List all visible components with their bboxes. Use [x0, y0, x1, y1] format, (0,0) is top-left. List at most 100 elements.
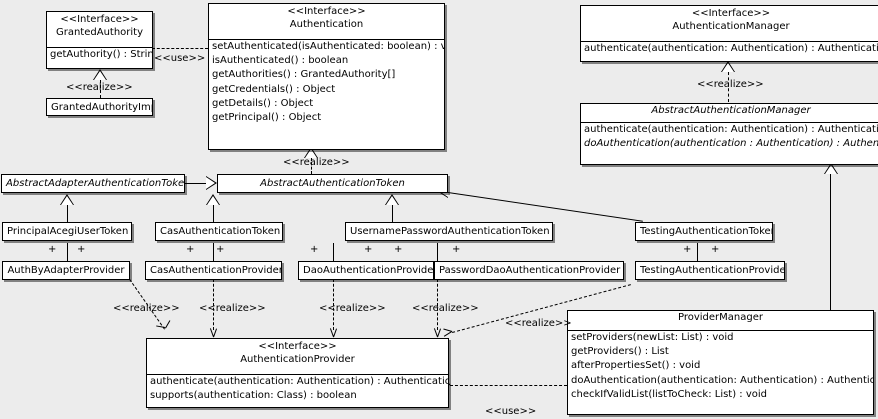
class-box-provider-manager[interactable]: ProviderManager setProviders(newList: Li…	[567, 310, 874, 415]
granted-authority-header: <<Interface>> GrantedAuthority	[47, 12, 152, 47]
class-box-username-password-authentication-token[interactable]: UsernamePasswordAuthenticationToken	[345, 222, 553, 241]
operation: checkIfValidList(listToCheck: List) : vo…	[571, 388, 768, 400]
connector-realize-cas-provider	[213, 279, 214, 330]
class-box-principal-acegi-user-token[interactable]: PrincipalAcegiUserToken	[2, 222, 132, 241]
operation: setProviders(newList: List) : void	[571, 332, 734, 343]
username-password-authentication-token-header: UsernamePasswordAuthenticationToken	[346, 223, 552, 240]
operation: authenticate(authentication: Authenticat…	[584, 43, 878, 54]
testing-authentication-provider-header: TestingAuthenticationProvider	[636, 262, 784, 279]
cas-authentication-provider-name: CasAuthenticationProvider	[150, 265, 281, 276]
operation: authenticate(authentication: Authenticat…	[150, 376, 448, 387]
granted-authority-stereotype: <<Interface>>	[60, 14, 139, 25]
class-box-auth-by-adapter-provider[interactable]: AuthByAdapterProvider	[2, 261, 130, 280]
assoc-marker-principal-left: +	[48, 244, 57, 255]
class-box-abstract-authentication-token[interactable]: AbstractAuthenticationToken	[217, 174, 448, 193]
triangle-generalize-adapter-token	[60, 194, 74, 205]
authentication-provider-name: AuthenticationProvider	[240, 354, 355, 365]
testing-authentication-token-header: TestingAuthenticationToken	[636, 223, 772, 240]
password-dao-authentication-provider-name: PasswordDaoAuthenticationProvider	[439, 265, 621, 276]
connector-generalize-testing-token	[447, 192, 643, 222]
abstract-authentication-manager-header: AbstractAuthenticationManager	[581, 104, 878, 122]
connector-assoc-cas-token-provider	[213, 243, 214, 261]
assoc-marker-testing-left: +	[683, 244, 692, 255]
authentication-manager-stereotype: <<Interface>>	[691, 8, 771, 19]
assoc-marker-userpass-dao: +	[310, 244, 319, 255]
connector-assoc-principal-authbyadapter	[67, 243, 68, 261]
connector-generalize-userpass-token	[392, 205, 393, 222]
principal-acegi-user-token-name: PrincipalAcegiUserToken	[7, 226, 129, 237]
operation: getAuthority() : String	[50, 49, 152, 60]
auth-by-adapter-provider-name: AuthByAdapterProvider	[7, 265, 125, 276]
operation: doAuthentication(authentication : Authen…	[584, 138, 878, 150]
class-box-granted-authority[interactable]: <<Interface>> GrantedAuthority getAuthor…	[46, 11, 153, 69]
authentication-manager-header: <<Interface>> AuthenticationManager	[581, 6, 878, 41]
assoc-marker-userpass-mid: +	[394, 244, 403, 255]
abstract-authentication-token-header: AbstractAuthenticationToken	[218, 175, 447, 192]
provider-manager-header: ProviderManager	[568, 311, 873, 330]
operation: getDetails() : Object	[212, 97, 314, 109]
class-box-authentication[interactable]: <<Interface>> Authentication setAuthenti…	[208, 3, 445, 150]
class-box-cas-authentication-provider[interactable]: CasAuthenticationProvider	[145, 261, 282, 280]
triangle-realize-authentication-manager	[721, 61, 735, 72]
authentication-name: Authentication	[289, 19, 364, 30]
dao-authentication-provider-header: DaoAuthenticationProvider	[299, 262, 433, 279]
connector-realize-abstract-authentication-token	[311, 158, 312, 174]
triangle-realize-authentication	[304, 147, 318, 158]
connector-assoc-testing-token-provider	[697, 243, 698, 261]
class-box-abstract-adapter-authentication-token[interactable]: AbstractAdapterAuthenticationToken	[1, 174, 185, 193]
class-box-abstract-authentication-manager[interactable]: AbstractAuthenticationManager authentica…	[580, 103, 878, 165]
class-box-cas-authentication-token[interactable]: CasAuthenticationToken	[155, 222, 283, 241]
operation: getPrincipal() : Object	[212, 112, 322, 124]
operation: doAuthentication(authentication: Authent…	[571, 374, 873, 386]
granted-authority-operations: getAuthority() : String	[47, 47, 152, 63]
connector-assoc-userpass-passworddao	[437, 243, 438, 261]
connector-realize-dao-provider	[333, 279, 334, 330]
cas-authentication-provider-header: CasAuthenticationProvider	[146, 262, 281, 279]
class-box-granted-authority-impl[interactable]: GrantedAuthorityImpl	[46, 98, 153, 116]
principal-acegi-user-token-header: PrincipalAcegiUserToken	[3, 223, 131, 240]
class-box-testing-authentication-provider[interactable]: TestingAuthenticationProvider	[635, 261, 785, 280]
connector-generalize-provider-manager	[830, 173, 831, 310]
class-box-authentication-provider[interactable]: <<Interface>> AuthenticationProvider aut…	[146, 338, 449, 408]
class-box-testing-authentication-token[interactable]: TestingAuthenticationToken	[635, 222, 773, 241]
label-use-provider-manager: <<use>>	[485, 406, 537, 417]
label-use-granted-authority: <<use>>	[154, 53, 206, 64]
operation: supports(authentication: Class) : boolea…	[150, 390, 357, 402]
assoc-marker-userpass-left: +	[364, 244, 373, 255]
granted-authority-impl-header: GrantedAuthorityImpl	[47, 99, 152, 116]
triangle-generalize-abstract-authentication-token-left	[206, 176, 217, 190]
class-box-authentication-manager[interactable]: <<Interface>> AuthenticationManager auth…	[580, 5, 878, 62]
label-realize-cas: <<realize>>	[199, 303, 266, 314]
granted-authority-impl-name: GrantedAuthorityImpl	[51, 102, 152, 113]
authentication-provider-operations: authenticate(authentication: Authenticat…	[147, 374, 448, 404]
authentication-manager-name: AuthenticationManager	[672, 21, 790, 32]
authentication-operations: setAuthenticated(isAuthenticated: boolea…	[209, 39, 444, 126]
username-password-authentication-token-name: UsernamePasswordAuthenticationToken	[350, 226, 550, 237]
provider-manager-operations: setProviders(newList: List) : void getPr…	[568, 330, 873, 403]
password-dao-authentication-provider-header: PasswordDaoAuthenticationProvider	[435, 262, 623, 279]
abstract-adapter-authentication-token-header: AbstractAdapterAuthenticationToken	[2, 175, 184, 192]
class-box-password-dao-authentication-provider[interactable]: PasswordDaoAuthenticationProvider	[434, 261, 624, 280]
label-realize-abstract-authentication-manager: <<realize>>	[697, 79, 764, 90]
operation: afterPropertiesSet() : void	[571, 360, 701, 372]
testing-authentication-token-name: TestingAuthenticationToken	[640, 226, 772, 237]
connector-realize-passworddao-provider	[437, 279, 438, 330]
abstract-adapter-authentication-token-name: AbstractAdapterAuthenticationToken	[6, 178, 184, 189]
auth-by-adapter-provider-header: AuthByAdapterProvider	[3, 262, 129, 279]
label-realize-abstract-authentication-token: <<realize>>	[283, 157, 350, 168]
connector-realize-abstract-authentication-manager	[728, 72, 729, 102]
abstract-authentication-manager-operations: authenticate(authentication: Authenticat…	[581, 122, 878, 152]
granted-authority-name: GrantedAuthority	[55, 27, 144, 38]
class-box-dao-authentication-provider[interactable]: DaoAuthenticationProvider	[298, 261, 434, 280]
connector-assoc-userpass-dao	[333, 243, 334, 261]
dao-authentication-provider-name: DaoAuthenticationProvider	[303, 265, 433, 276]
assoc-marker-cas-right: +	[216, 244, 225, 255]
connector-use-provider-manager	[450, 385, 567, 386]
connector-realize-granted-authority-impl	[100, 80, 101, 98]
triangle-generalize-abstract-token-cas	[206, 194, 220, 205]
authentication-manager-operations: authenticate(authentication: Authenticat…	[581, 41, 878, 57]
cas-authentication-token-header: CasAuthenticationToken	[156, 223, 282, 240]
provider-manager-name: ProviderManager	[677, 312, 763, 323]
label-realize-dao: <<realize>>	[319, 303, 386, 314]
abstract-authentication-token-name: AbstractAuthenticationToken	[260, 178, 405, 189]
